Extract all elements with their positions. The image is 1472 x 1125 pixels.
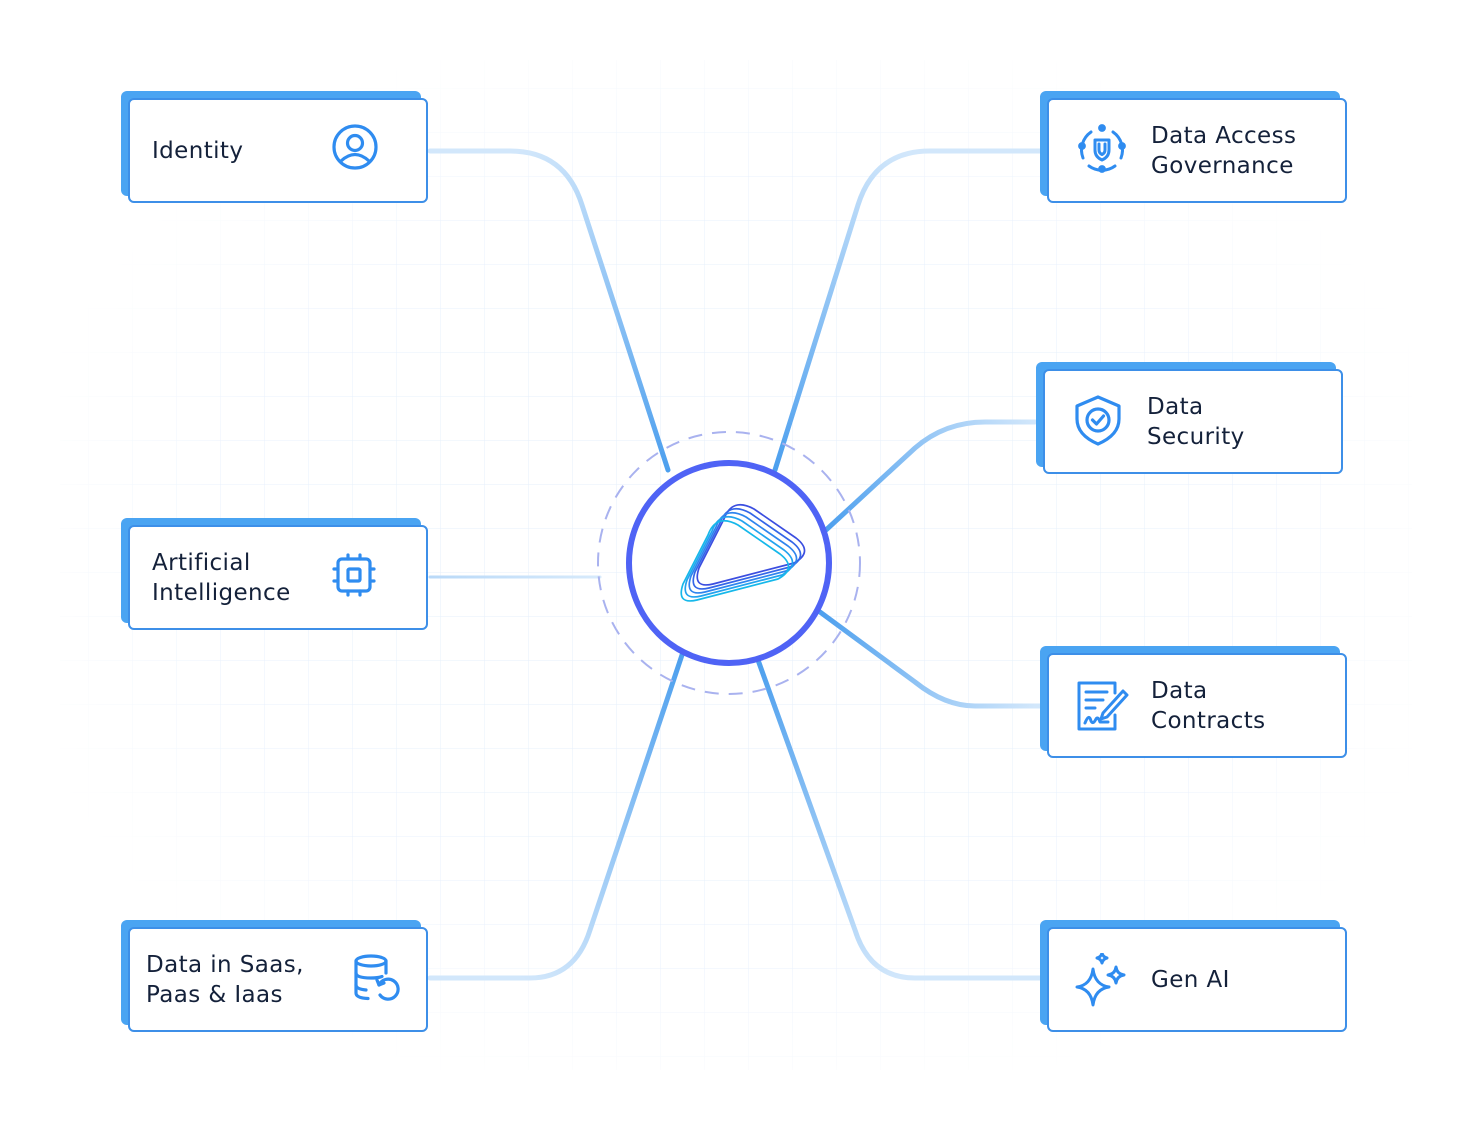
connector-identity	[427, 148, 671, 473]
card-identity[interactable]: Identity	[121, 91, 428, 203]
chip-icon	[328, 551, 382, 605]
central-logo-icon	[680, 503, 806, 602]
database-refresh-icon	[348, 953, 402, 1007]
central-hub	[597, 431, 861, 695]
shield-check-icon	[1071, 395, 1125, 449]
connector-saas	[427, 652, 685, 981]
connector-genai	[755, 657, 1043, 981]
connector-security	[823, 419, 1038, 533]
user-circle-icon	[328, 124, 382, 178]
card-data-in-saas[interactable]: Data in Saas, Paas & Iaas	[121, 920, 428, 1032]
card-artificial-intelligence[interactable]: Artificial Intelligence	[121, 518, 428, 630]
shield-cycle-icon	[1075, 124, 1129, 178]
card-face: Data Contracts	[1047, 653, 1347, 758]
card-label: Data Contracts	[1151, 677, 1266, 734]
card-label: Data Access Governance	[1151, 122, 1297, 179]
hub-circle	[626, 460, 832, 666]
card-face: Artificial Intelligence	[128, 525, 428, 630]
card-label: Artificial Intelligence	[152, 549, 291, 606]
card-data-security[interactable]: Data Security	[1036, 362, 1343, 474]
card-face: Gen AI	[1047, 927, 1347, 1032]
card-label: Data Security	[1147, 393, 1245, 450]
card-face: Data Access Governance	[1047, 98, 1347, 203]
connectors	[427, 148, 1043, 981]
card-label: Gen AI	[1151, 966, 1230, 993]
sparkles-icon	[1075, 953, 1129, 1007]
document-signature-icon	[1075, 679, 1129, 733]
connector-contracts	[817, 609, 1043, 709]
card-label: Identity	[152, 137, 244, 164]
card-data-contracts[interactable]: Data Contracts	[1040, 646, 1347, 758]
card-face: Data in Saas, Paas & Iaas	[128, 927, 428, 1032]
card-label: Data in Saas, Paas & Iaas	[146, 951, 304, 1008]
card-gen-ai[interactable]: Gen AI	[1040, 920, 1347, 1032]
hub-dashed-ring	[597, 431, 861, 695]
card-face: Identity	[128, 98, 428, 203]
connector-governance	[772, 148, 1043, 473]
card-data-access-governance[interactable]: Data Access Governance	[1040, 91, 1347, 203]
card-face: Data Security	[1043, 369, 1343, 474]
